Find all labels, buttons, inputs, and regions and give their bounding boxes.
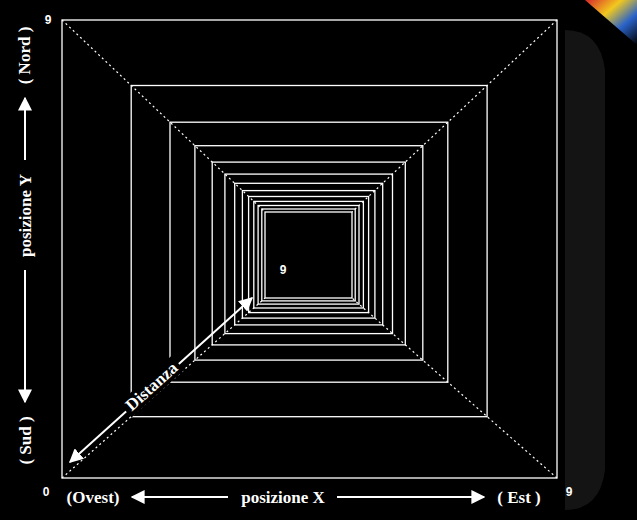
depth-frame (258, 206, 359, 305)
depth-frame (235, 183, 383, 325)
direction-label: ( Sud ) (16, 416, 33, 464)
direction-label: ( Nord ) (17, 26, 34, 84)
direction-label: (Ovest) (67, 489, 120, 506)
depth-frame (254, 201, 364, 308)
depth-frame (249, 197, 369, 313)
axis-title: Distanza (119, 355, 185, 417)
axis-title: posizione X (241, 489, 325, 506)
axis-max: 9 (45, 14, 52, 26)
axis-title: posizione Y (16, 174, 33, 257)
depth-frame (265, 212, 352, 298)
depth-frame (62, 20, 557, 478)
depth-frame (131, 86, 487, 417)
screen-edge (565, 30, 605, 510)
axis-origin: 0 (43, 486, 50, 498)
direction-label: ( Est ) (497, 489, 540, 506)
axis-max: 9 (280, 264, 287, 276)
axis-arrows (25, 98, 484, 497)
diagonals (62, 20, 557, 478)
axis-max: 9 (566, 486, 573, 498)
corner-stripe (585, 0, 637, 45)
depth-frame (262, 209, 355, 301)
depth-frames (62, 20, 557, 478)
